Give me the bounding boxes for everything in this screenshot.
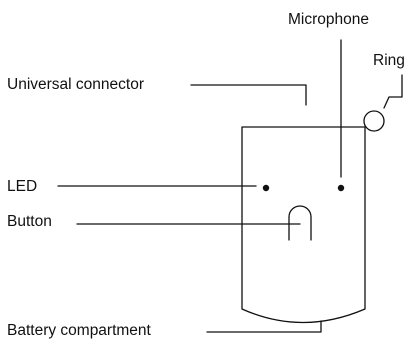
button-shape [288,205,312,241]
microphone-dot [337,184,345,192]
universal-connector-label: Universal connector [7,76,144,93]
ring-label: Ring [373,52,405,69]
ring-circle [363,110,385,132]
device-body [241,126,366,324]
battery-compartment-leader [206,320,322,333]
ring-leader [383,74,403,109]
universal-connector-leader [190,84,307,106]
led-label: LED [7,178,38,195]
led-dot [262,184,270,192]
microphone-label: Microphone [288,11,369,28]
battery-compartment-label: Battery compartment [7,322,151,339]
button-label: Button [7,213,52,230]
